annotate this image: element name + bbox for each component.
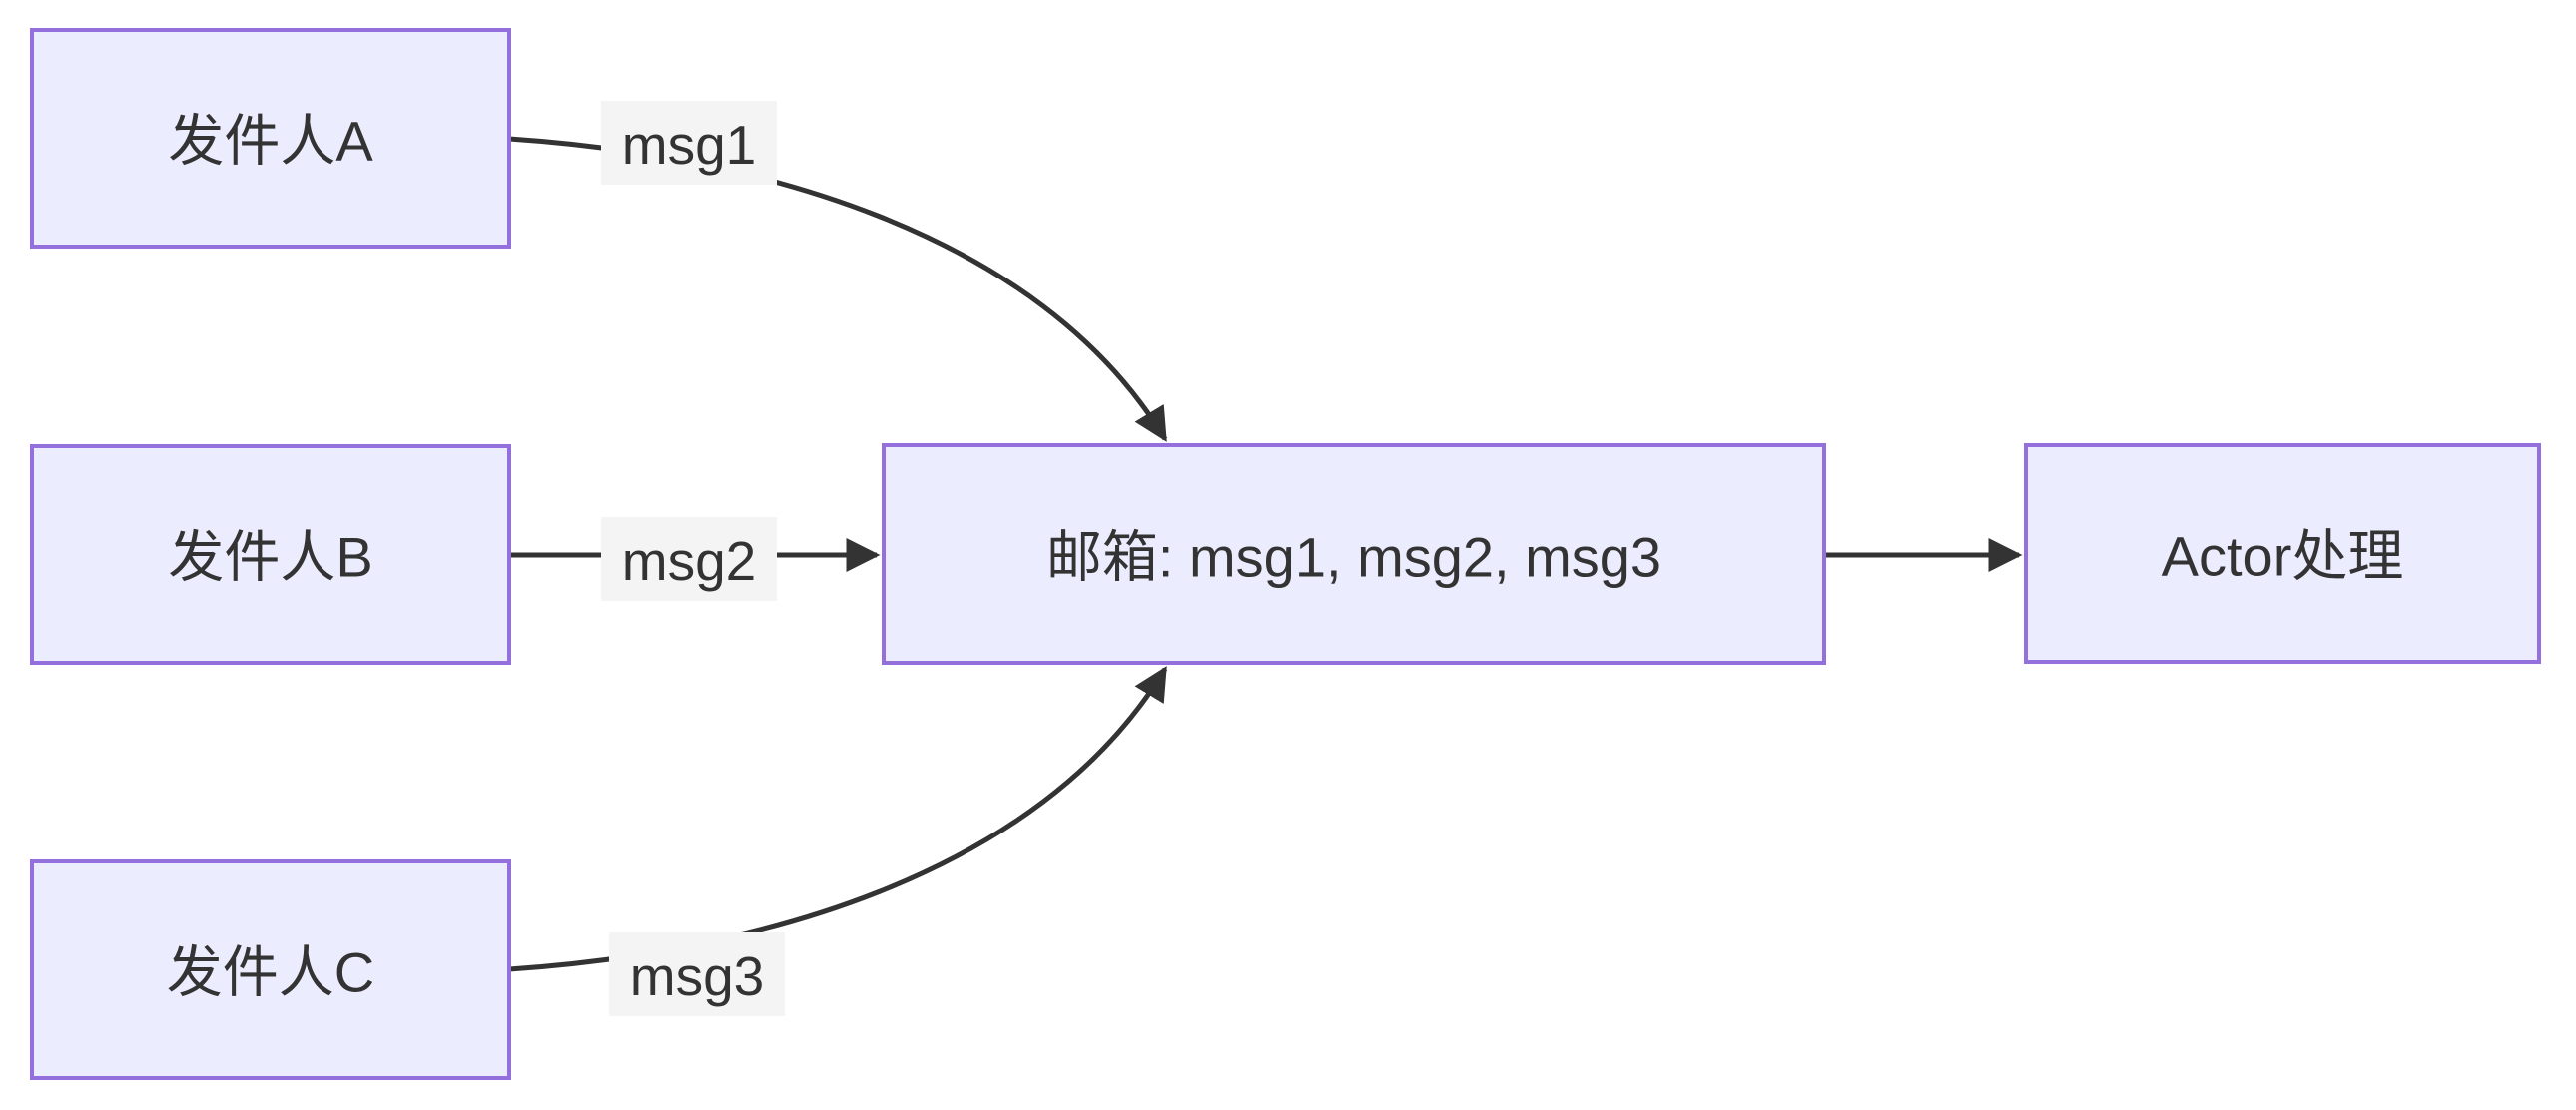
- node-sender-b-box: [30, 444, 511, 665]
- node-sender-b: 发件人B: [30, 444, 511, 665]
- edge-line-msg3: [508, 666, 1168, 972]
- node-sender-a-label: 发件人A: [168, 110, 373, 173]
- edge-label-msg3-text: msg3: [630, 945, 765, 1007]
- edge-label-msg2: msg2: [601, 517, 777, 601]
- node-mailbox: 邮箱: msg1, msg2, msg3: [882, 443, 1826, 665]
- node-sender-a-box: [30, 28, 511, 249]
- node-actor-label: Actor处理: [2162, 525, 2404, 588]
- node-sender-c: 发件人C: [30, 859, 511, 1080]
- edge-label-msg3-bg: [609, 932, 785, 1016]
- edge-label-msg3: msg3: [609, 932, 785, 1016]
- edge-label-msg1-text: msg1: [622, 114, 757, 176]
- node-sender-c-box: [30, 859, 511, 1080]
- node-mailbox-label: 邮箱: msg1, msg2, msg3: [1046, 526, 1661, 589]
- edge-label-msg1: msg1: [601, 101, 777, 185]
- edge-label-msg1-bg: [601, 101, 777, 185]
- node-sender-c-label: 发件人C: [167, 941, 374, 1004]
- node-mailbox-box: [882, 443, 1826, 665]
- edge-c-to-mailbox: [508, 666, 1168, 972]
- node-sender-a: 发件人A: [30, 28, 511, 249]
- edge-label-msg2-text: msg2: [622, 530, 757, 592]
- node-actor-box: [2024, 443, 2541, 664]
- node-actor: Actor处理: [2024, 443, 2541, 664]
- edge-label-msg2-bg: [601, 517, 777, 601]
- node-sender-b-label: 发件人B: [168, 526, 372, 589]
